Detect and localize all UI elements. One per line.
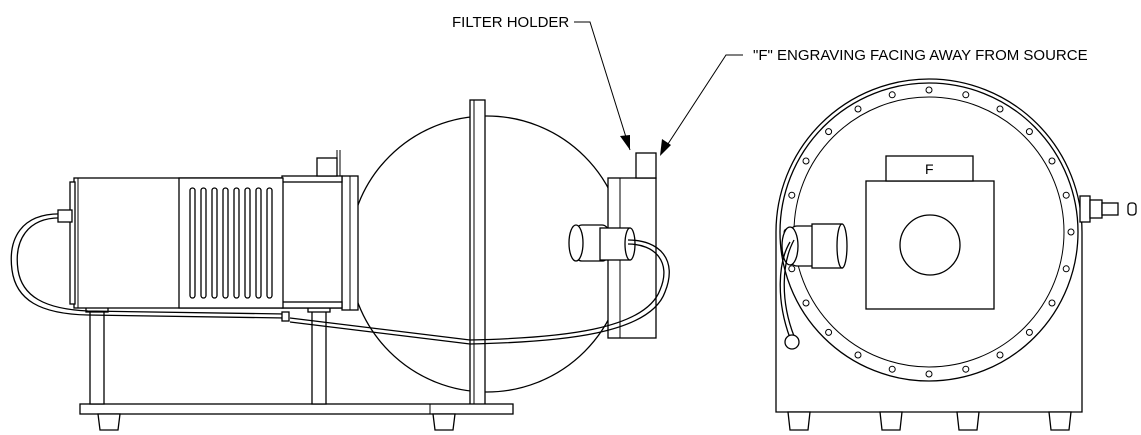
bolt-hole: [1025, 328, 1033, 336]
bolt-hole: [1048, 157, 1056, 165]
engraving-label: "F" ENGRAVING FACING AWAY FROM SOURCE: [753, 47, 1088, 64]
bolt-holes: [783, 86, 1075, 378]
bolt-hole: [802, 299, 810, 307]
bolt-hole: [1048, 299, 1056, 307]
bolt-hole: [854, 351, 862, 359]
filter-holder-label: FILTER HOLDER: [452, 14, 569, 31]
bolt-hole: [1062, 265, 1070, 273]
bolt-hole: [925, 370, 933, 378]
bolt-hole: [996, 351, 1004, 359]
bolt-hole: [996, 105, 1004, 113]
bolt-hole: [1025, 128, 1033, 136]
mounting-plate: [469, 99, 486, 413]
front-view: F: [775, 78, 1137, 431]
bolt-hole: [802, 157, 810, 165]
power-cable: [10, 209, 290, 322]
engraving-arrowhead: [660, 139, 671, 156]
engraving-leader: [663, 54, 743, 151]
bolt-hole: [925, 86, 933, 94]
base-plate: [79, 403, 514, 431]
side-fitting: [1079, 195, 1137, 223]
heat-sink: [178, 177, 284, 309]
filter-holder-leader: [574, 21, 631, 151]
bolt-hole: [1062, 191, 1070, 199]
bolt-hole: [788, 265, 796, 273]
side-view: FILTER HOLDER "F" ENGRAVING FACING AWAY …: [10, 14, 1088, 431]
bolt-hole: [888, 365, 896, 373]
f-engraving-mark: F: [925, 161, 934, 177]
bolt-hole: [854, 105, 862, 113]
filter-holder-arrowhead: [620, 135, 630, 150]
sphere-port: [899, 214, 961, 276]
detector: [568, 224, 636, 262]
front-feet: [787, 411, 1072, 431]
bolt-hole: [962, 365, 970, 373]
bolt-hole: [888, 91, 896, 99]
bolt-hole: [788, 191, 796, 199]
front-filter-holder: [885, 155, 974, 182]
support-legs: [85, 305, 331, 405]
detector-cable: [289, 239, 670, 345]
bolt-hole: [825, 128, 833, 136]
bolt-hole: [962, 91, 970, 99]
bolt-hole: [1067, 228, 1075, 236]
front-detector: [779, 223, 848, 350]
bolt-hole: [825, 328, 833, 336]
